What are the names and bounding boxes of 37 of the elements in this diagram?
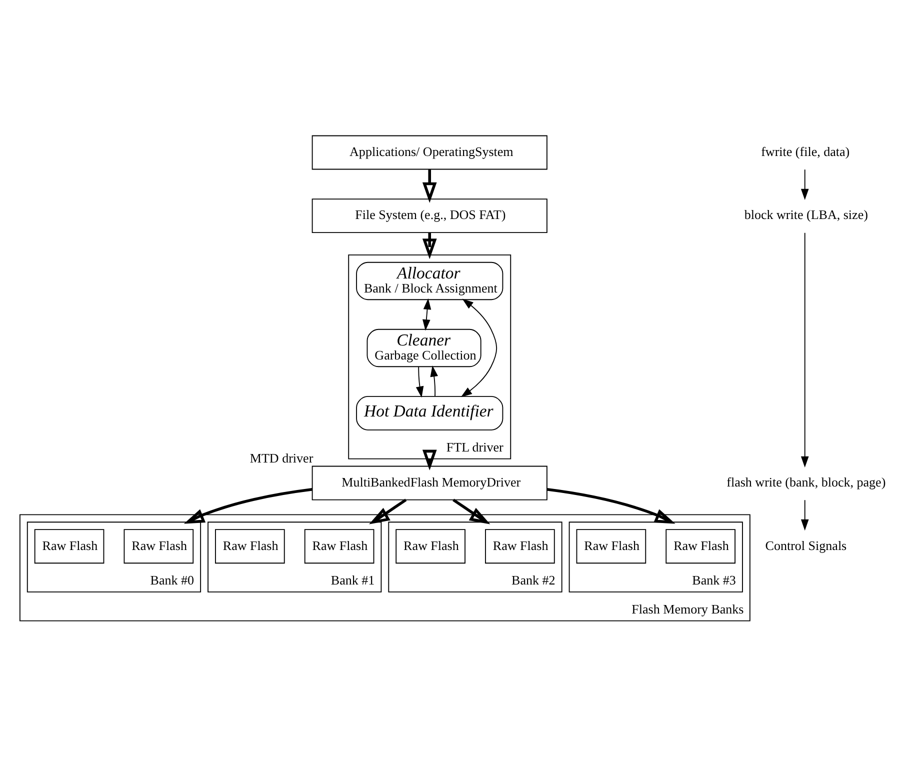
node-box: Raw Flash	[34, 529, 104, 564]
arrow	[422, 450, 437, 470]
node-box: Raw Flash	[215, 529, 285, 564]
node-box: Cleaner Garbage Collection	[366, 328, 482, 368]
node-box: Applications/ OperatingSystem	[312, 135, 548, 170]
arrow	[430, 366, 438, 397]
node-box: Raw Flash	[396, 529, 466, 564]
arrow	[369, 498, 407, 524]
cluster	[348, 254, 512, 460]
node-box: Raw Flash	[666, 529, 736, 564]
node-text: fwrite (file, data)	[761, 144, 850, 159]
cluster	[19, 514, 750, 622]
arrow	[422, 232, 437, 260]
node-text: flash write (bank, block, page)	[726, 474, 886, 490]
node-label: MTD driver	[250, 450, 314, 466]
node-box: MultiBankedFlash MemoryDriver	[312, 466, 548, 500]
node-text: Control Signals	[765, 538, 847, 553]
node-box: Raw Flash	[576, 529, 646, 564]
node-box: Raw Flash	[304, 529, 374, 564]
arrow	[800, 169, 809, 200]
arrow	[460, 298, 498, 398]
node-text: block write (LBA, size)	[744, 207, 868, 222]
arrow	[184, 488, 312, 524]
arrow	[800, 500, 809, 531]
node-box: Raw Flash	[485, 529, 555, 564]
node-label: FTL driver	[446, 440, 504, 455]
arrow	[422, 298, 432, 331]
arrow	[800, 232, 809, 468]
node-box: Allocator Bank / Block Assignment	[356, 262, 504, 300]
node-box: Raw Flash	[124, 529, 194, 564]
arrow	[416, 366, 424, 398]
node-box: File System (e.g., DOS FAT)	[312, 198, 548, 234]
arrow	[422, 170, 437, 203]
node-box: Hot Data Identifier	[356, 396, 504, 430]
arrow	[546, 488, 676, 524]
arrow	[452, 498, 490, 524]
node-label: Flash Memory Banks	[632, 602, 744, 617]
